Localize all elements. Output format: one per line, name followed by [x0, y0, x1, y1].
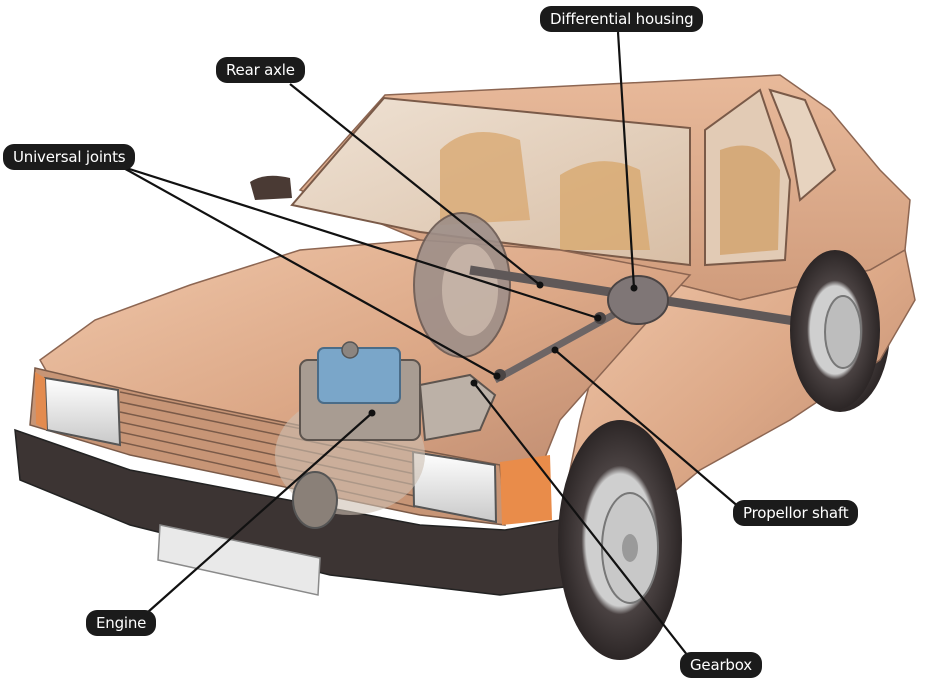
differential	[607, 275, 669, 325]
leader-endpoints	[368, 281, 638, 417]
label-engine: Engine	[86, 610, 157, 636]
label-rear-axle: Rear axle	[216, 57, 305, 83]
leader-engine	[147, 412, 373, 613]
leader-rear-axle	[289, 83, 541, 286]
label-differential-housing: Differential housing	[540, 6, 704, 32]
rear-left-wheel	[413, 212, 511, 358]
front-right-wheel	[558, 420, 682, 660]
label-gearbox: Gearbox	[680, 652, 762, 678]
label-propellor-shaft: Propellor shaft	[733, 500, 859, 526]
number-plate	[157, 524, 321, 596]
leader-universal-joint-rear	[119, 164, 599, 320]
headlamp-right	[411, 450, 552, 525]
leader-lines	[119, 31, 741, 657]
drivetrain	[469, 265, 821, 384]
engine-assembly	[275, 341, 497, 529]
rear-near-wheel	[790, 250, 880, 410]
leader-differential-housing	[616, 31, 636, 289]
leader-universal-joint-front	[119, 165, 498, 377]
leader-gearbox	[473, 382, 689, 657]
label-universal-joints: Universal joints	[3, 144, 136, 170]
headlamp-left	[35, 372, 122, 447]
leader-propellor-shaft	[554, 349, 741, 509]
